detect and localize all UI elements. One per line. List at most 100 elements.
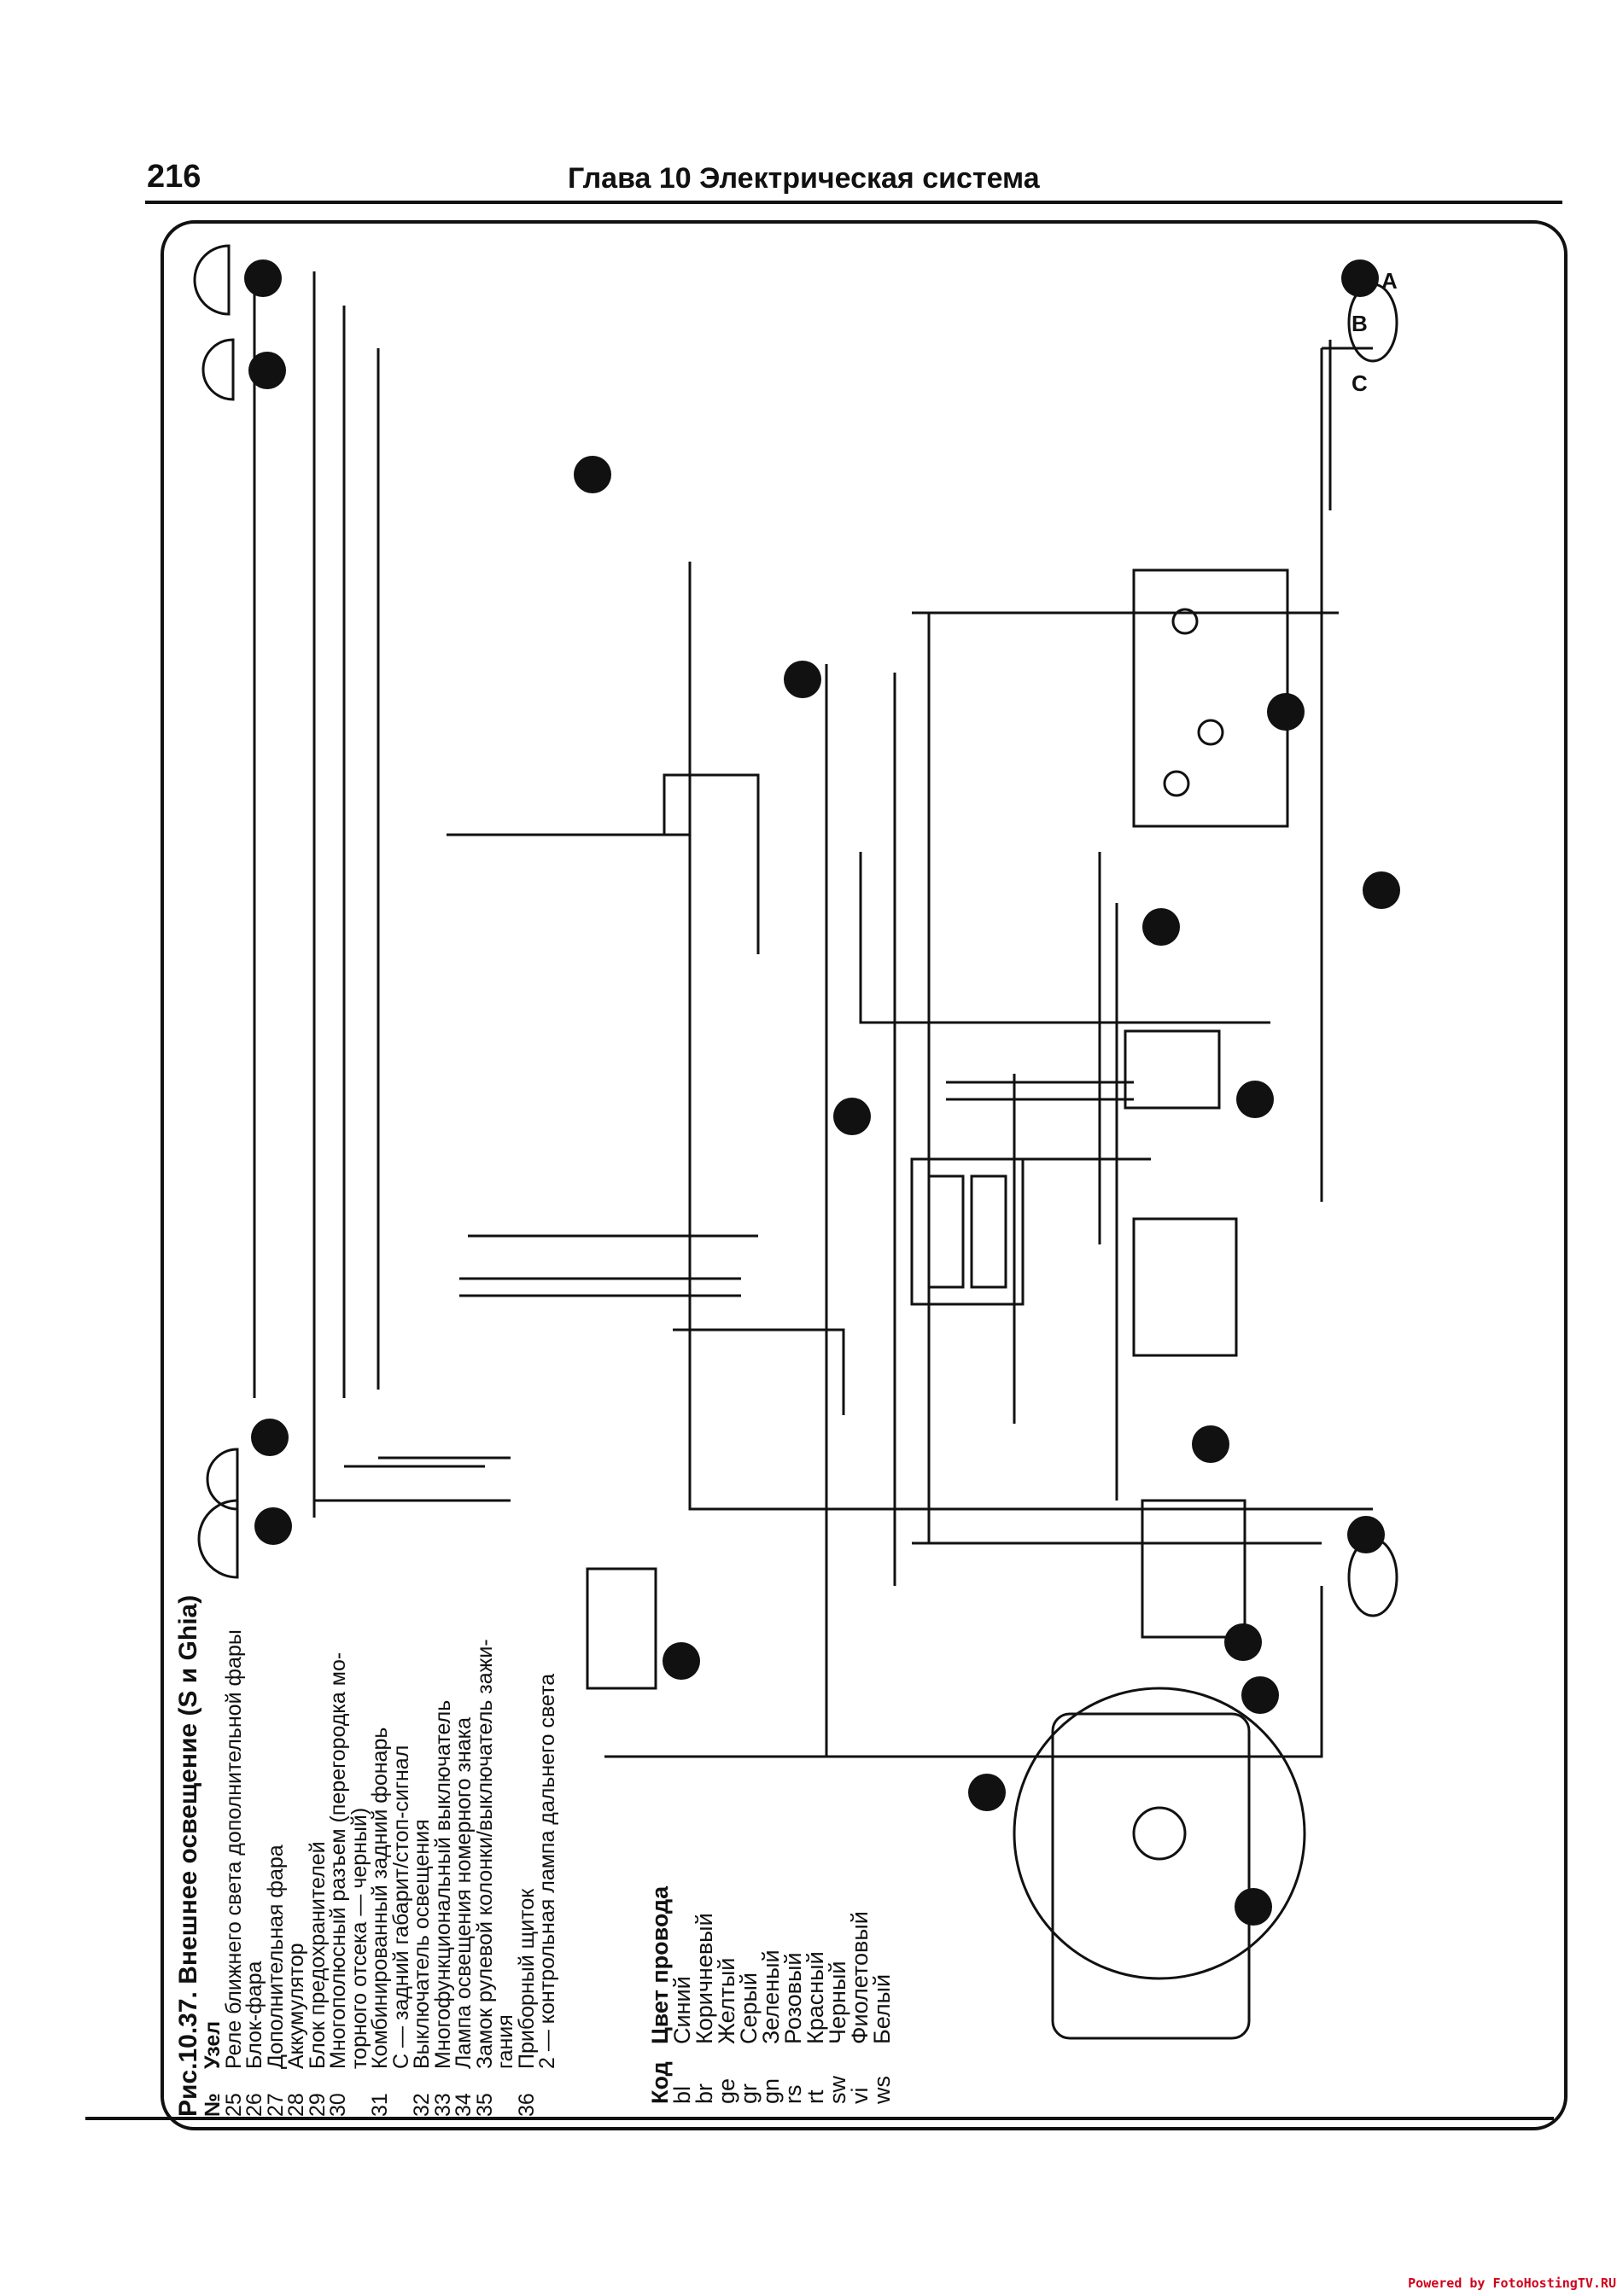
legend-item-no: 32 — [410, 2093, 434, 2117]
wire-code: bl — [669, 2085, 695, 2104]
legend-item-text: Аккумулятор — [284, 1943, 308, 2069]
legend-item: 29 Блок предохранителей — [305, 1579, 330, 2117]
wire-code-item: rs Розовый — [780, 1886, 806, 2105]
wire-code-item: gr Серый — [736, 1886, 762, 2104]
figure-frame — [161, 220, 1568, 2130]
legend-item-text: торного отсека — черный) — [347, 1807, 371, 2069]
legend-item: 25 Реле ближнего света дополнительной фар… — [221, 1579, 246, 2117]
wire-code: gr — [736, 2083, 762, 2104]
legend-item-no: 33 — [430, 2093, 455, 2117]
wire-color: Фиолетовый — [847, 1911, 873, 2044]
wire-code-item: gn Зеленый — [758, 1886, 784, 2104]
legend-item-no — [349, 2069, 371, 2117]
legend-item: 30 Многополюсный разъем (перегородка мо- — [326, 1579, 350, 2117]
legend-item-text: С — задний габарит/стоп-сигнал — [388, 1745, 413, 2069]
wire-code-item: sw Черный — [825, 1886, 850, 2104]
wire-code: rs — [780, 2084, 806, 2105]
legend-item-no: 31 — [368, 2093, 392, 2117]
legend-item-no: 34 — [452, 2093, 476, 2117]
wires — [253, 271, 1373, 1758]
wire-code: gn — [758, 2077, 784, 2104]
legend-col-no: № — [201, 2093, 225, 2117]
legend-item: С — задний габарит/стоп-сигнал — [388, 1579, 413, 2117]
page-number: 216 — [147, 159, 201, 195]
legend-item: 33 Многофункциональный выключатель — [430, 1579, 455, 2117]
legend-item: 2 — контрольная лампа дальнего света — [535, 1579, 559, 2117]
fuse-box — [910, 1157, 1025, 1306]
legend-item-no: 28 — [284, 2093, 308, 2117]
footer-rule — [85, 2117, 1554, 2120]
legend-item-text: гания — [493, 2014, 517, 2069]
codes-header: Код Цвет провода — [647, 1885, 673, 2104]
wire-color: Черный — [825, 1961, 850, 2044]
wire-code: sw — [825, 2076, 850, 2104]
legend-item-no — [537, 2069, 558, 2117]
legend-item: 27 Дополнительная фара — [263, 1579, 288, 2117]
wire-color: Зеленый — [758, 1949, 784, 2044]
switch-blocks — [586, 1029, 1246, 1690]
figure-title: Рис.10.37. Внешнее освещение (S и Ghia) — [174, 1594, 202, 2117]
legend-item-text: Выключатель освещения — [410, 1819, 434, 2069]
wire-code-item: ge Желтый — [714, 1886, 739, 2104]
legend-item-text: Блок-фара — [242, 1961, 266, 2069]
legend-item-text: Многополюсный разъем (перегородка мо- — [326, 1652, 350, 2069]
legend-item: 35 Замок рулевой колонки/выключатель зажи… — [472, 1579, 497, 2117]
legend-item-no — [495, 2069, 517, 2117]
lamp-label-c: C — [1352, 370, 1368, 396]
wire-color: Серый — [736, 1972, 762, 2044]
legend-item: гания — [493, 1579, 517, 2117]
wire-code: ge — [714, 2077, 739, 2104]
wire-color: Желтый — [714, 1957, 739, 2044]
wire-color: Синий — [669, 1976, 695, 2044]
legend-item-text: Приборный щиток — [514, 1888, 539, 2069]
header-rule — [145, 201, 1562, 204]
lamp-label-b: B — [1352, 311, 1368, 336]
wire-code: br — [692, 2083, 717, 2104]
legend-item-text: 2 — контрольная лампа дальнего света — [535, 1673, 559, 2069]
codes-col-color: Цвет провода — [647, 1885, 673, 2044]
wiring-diagram: A B C — [193, 244, 1400, 2040]
legend-item-text: Замок рулевой колонки/выключатель зажи- — [472, 1639, 497, 2069]
dashboard-steering-wheel — [1013, 1687, 1306, 2040]
legend-item-text: Комбинированный задний фонарь — [368, 1727, 392, 2069]
legend-item-no: 26 — [242, 2093, 266, 2117]
legend-item: 28 Аккумулятор — [284, 1579, 308, 2117]
lamp-label-a: A — [1381, 268, 1398, 294]
legend-item-text: Дополнительная фара — [263, 1844, 288, 2069]
legend-item-no: 35 — [472, 2093, 497, 2117]
wire-code-item: vi Фиолетовый — [847, 1886, 873, 2105]
legend-item-no: 30 — [326, 2093, 350, 2117]
wire-color: Коричневый — [692, 1913, 717, 2044]
legend-item: 31 Комбинированный задний фонарь — [368, 1579, 392, 2117]
watermark-text: Powered by FotoHostingTV.RU — [1408, 2276, 1616, 2291]
codes-col-code: Код — [647, 2061, 673, 2104]
wire-code-item: rt Красный — [803, 1886, 828, 2105]
legend-item-text: Лампа освещения номерного знака — [452, 1716, 476, 2069]
legend-item-text: Блок предохранителей — [305, 1841, 330, 2069]
lamps — [193, 244, 1398, 1617]
legend-item-no: 29 — [305, 2093, 330, 2117]
wire-code: rt — [803, 2089, 828, 2105]
wire-color: Розовый — [780, 1952, 806, 2044]
legend-item: 36 Приборный щиток — [514, 1579, 539, 2117]
legend-item: 32 Выключатель освещения — [410, 1579, 434, 2117]
wire-code: vi — [847, 2087, 873, 2105]
legend-item-text: Реле ближнего света дополнительной фары — [221, 1629, 246, 2069]
wire-color: Белый — [869, 1973, 895, 2044]
wire-code-item: bl Синий — [669, 1886, 695, 2104]
chapter-title: Глава 10 Электрическая система — [568, 162, 1040, 195]
instrument-cluster — [1132, 568, 1289, 828]
wire-color-legend: Код Цвет провода bl Синий br Коричневый ge Же… — [647, 1885, 895, 2105]
legend-item-no: 36 — [514, 2093, 539, 2117]
legend-item: 26 Блок-фара — [242, 1579, 266, 2117]
legend-item-no: 27 — [263, 2093, 288, 2117]
legend-item-no — [391, 2069, 412, 2117]
legend-header: № Узел — [201, 1579, 225, 2117]
legend-item-text: Многофункциональный выключатель — [430, 1699, 455, 2069]
legend-item-no: 25 — [221, 2093, 246, 2117]
wire-color: Красный — [803, 1951, 828, 2044]
component-markers — [244, 259, 1400, 1926]
legend-col-node: Узел — [201, 2020, 225, 2069]
wire-code-item: br Коричневый — [692, 1886, 717, 2104]
